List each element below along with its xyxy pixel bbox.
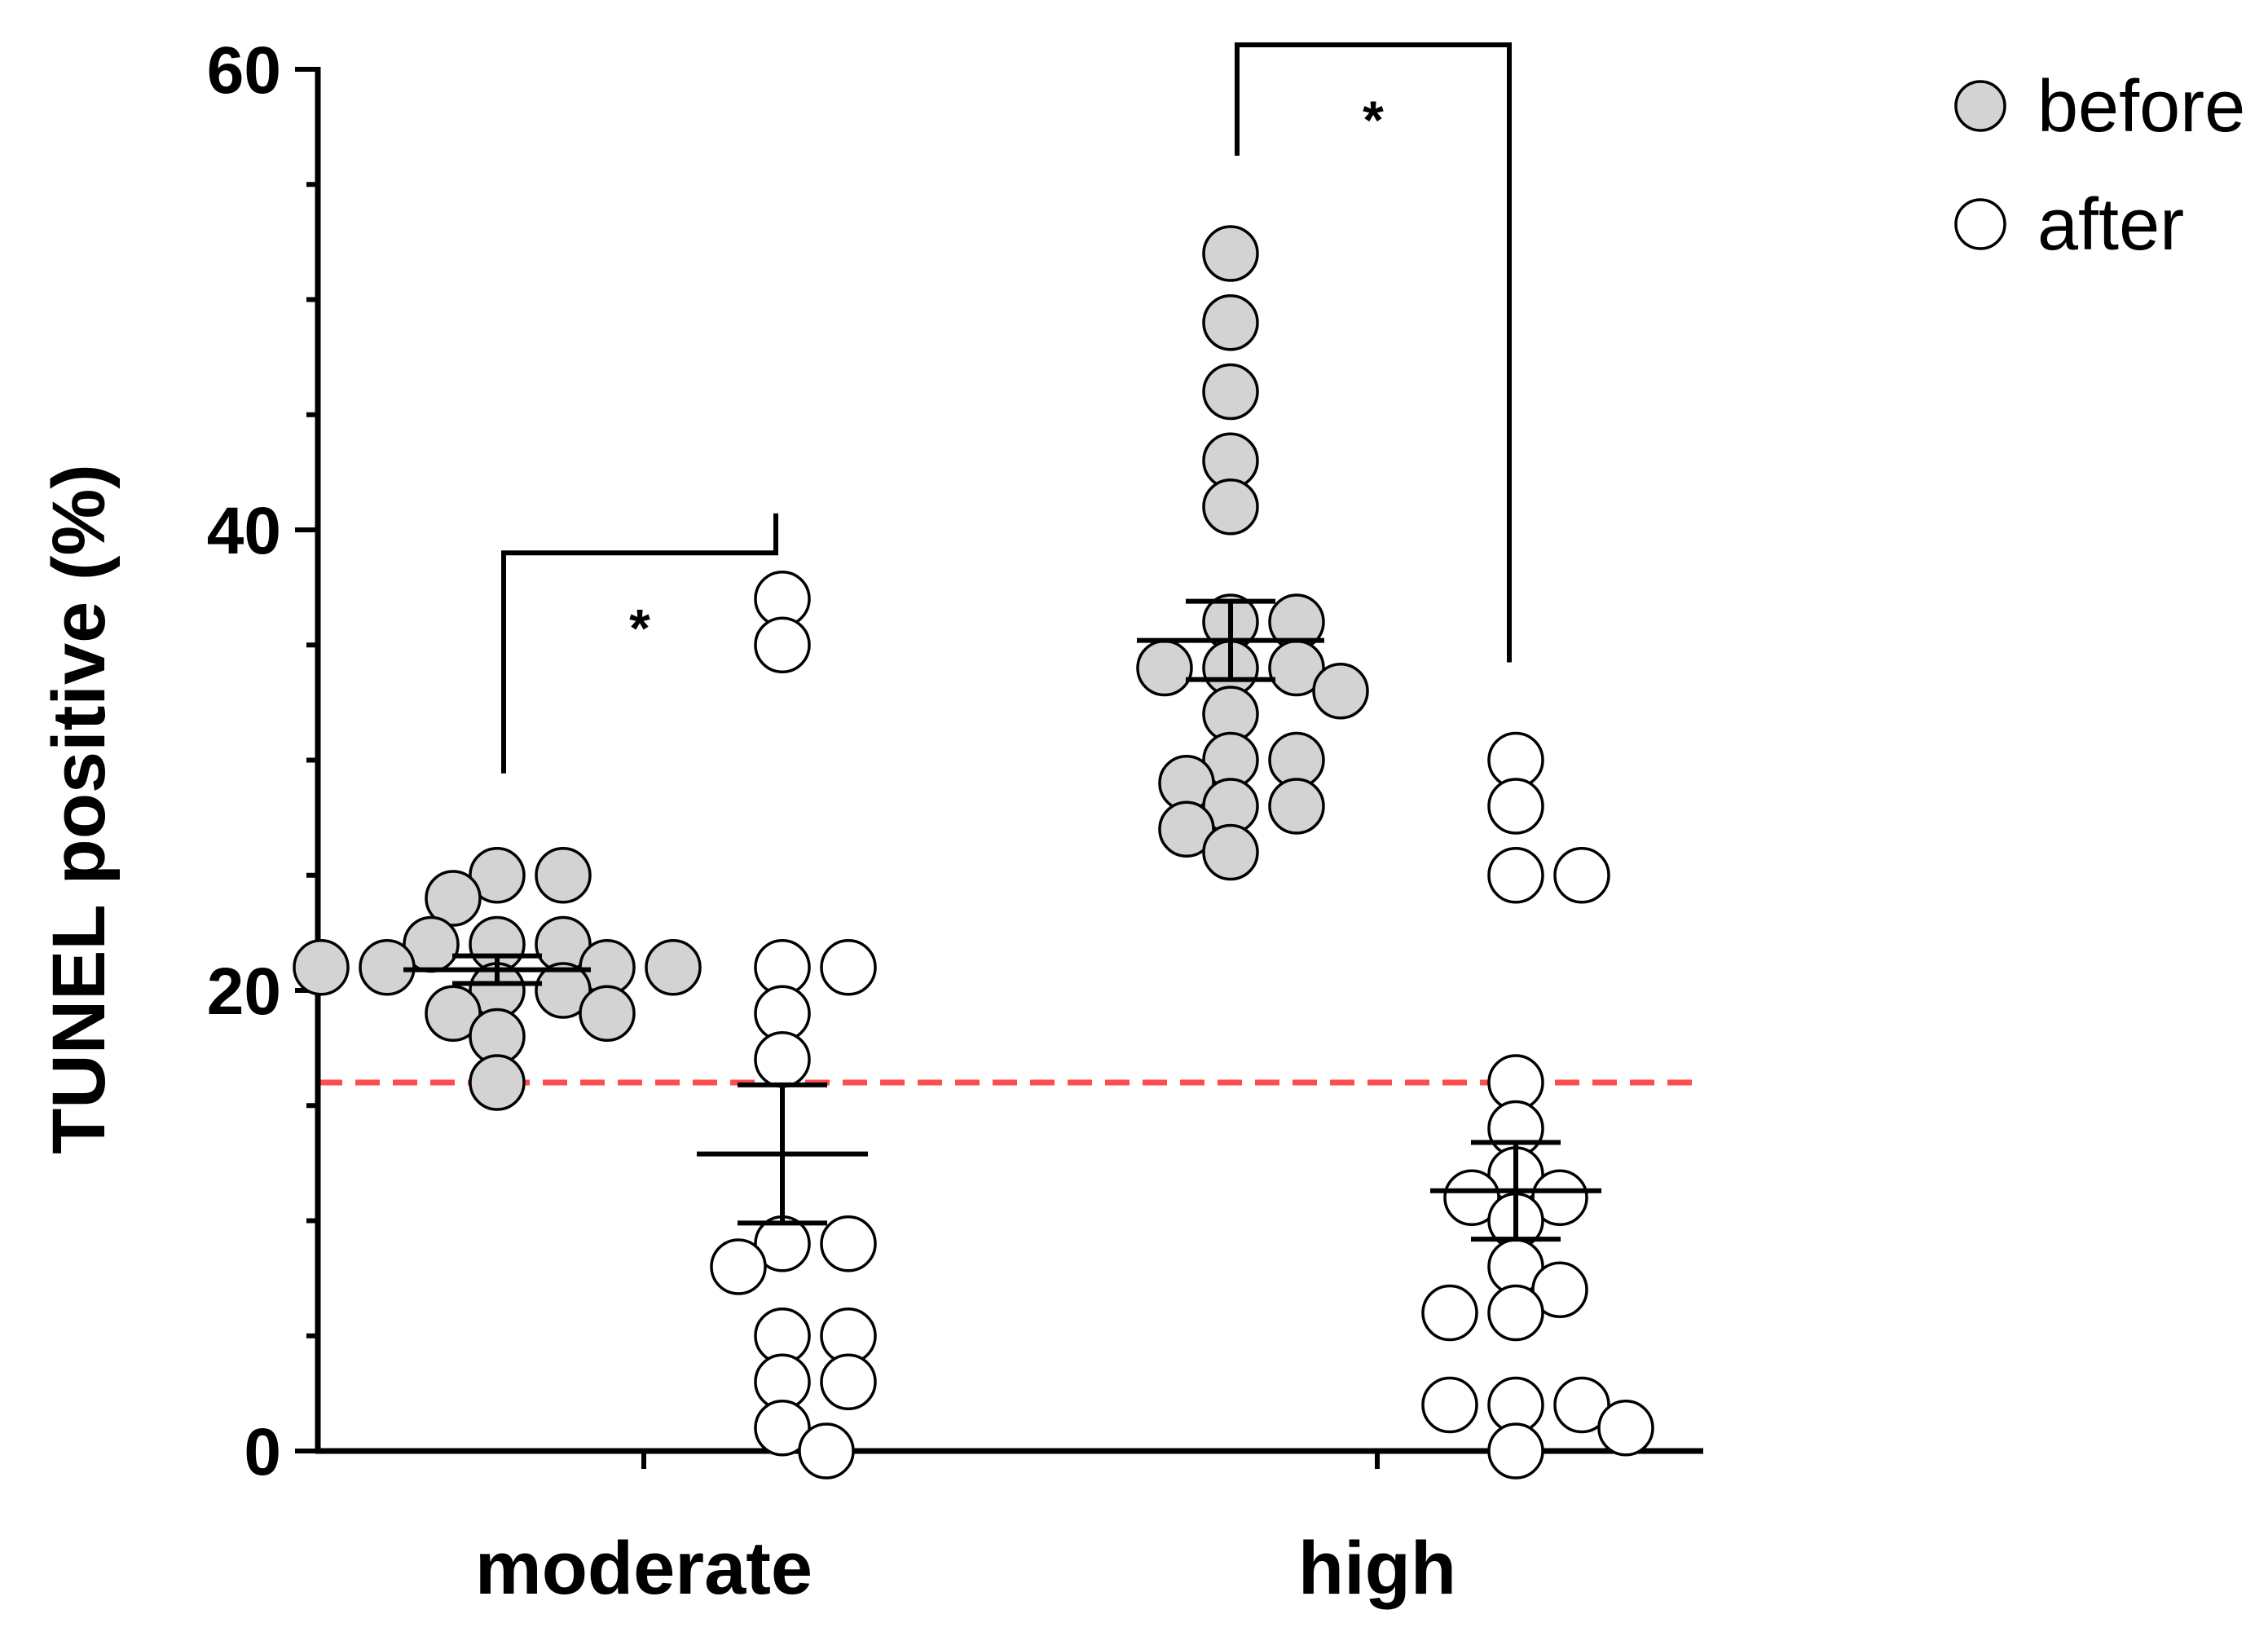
y-tick-label: 20 — [207, 955, 281, 1029]
data-point-before — [535, 962, 592, 1019]
legend-label-before: before — [2037, 66, 2245, 148]
data-point-before — [535, 847, 592, 904]
legend-marker-before — [1954, 80, 2006, 132]
axes — [295, 67, 1703, 1469]
data-point-before — [469, 1054, 526, 1111]
legend-label-after: after — [2037, 184, 2184, 266]
data-point-after — [1421, 1376, 1478, 1434]
data-point-after — [1487, 778, 1544, 835]
data-point-after — [1553, 1376, 1610, 1434]
x-tick-label-high: high — [1298, 1527, 1456, 1610]
significance-star: * — [1363, 90, 1384, 150]
axis-labels: 0 20 40 60 moderate high TUNEL positive (%) — [37, 33, 1456, 1610]
significance-star: * — [629, 598, 650, 658]
y-tick-label: 40 — [207, 494, 281, 568]
data-point-after — [1597, 1400, 1654, 1457]
error-bars — [403, 598, 1601, 1242]
data-point-before — [1202, 479, 1259, 536]
data-point-after — [1487, 1284, 1544, 1342]
data-point-after — [820, 1353, 877, 1410]
data-point-before — [1136, 639, 1193, 697]
data-point-before — [425, 870, 482, 927]
legend: before after — [1954, 66, 2245, 266]
data-point-after — [1487, 1422, 1544, 1480]
data-point-after — [710, 1238, 767, 1295]
significance-bracket — [501, 513, 778, 774]
data-points — [293, 225, 1654, 1480]
significance-brackets: ** — [501, 42, 1512, 774]
data-point-before — [293, 939, 350, 996]
data-point-after — [1531, 1261, 1588, 1318]
x-tick-label-moderate: moderate — [475, 1527, 813, 1610]
significance-bracket — [1235, 42, 1512, 663]
data-point-before — [425, 985, 482, 1042]
data-point-after — [1487, 847, 1544, 904]
data-point-after — [820, 1215, 877, 1272]
y-axis-title: TUNEL positive (%) — [37, 464, 121, 1154]
data-point-before — [1158, 800, 1215, 858]
data-point-before — [1202, 823, 1259, 881]
data-point-after — [798, 1422, 855, 1480]
data-point-before — [1202, 225, 1259, 282]
data-point-after — [754, 1400, 811, 1457]
data-point-after — [1443, 1169, 1500, 1226]
data-point-before — [579, 985, 636, 1042]
data-point-after — [1421, 1284, 1478, 1342]
y-tick-label: 60 — [207, 33, 281, 108]
y-tick-label: 0 — [244, 1415, 281, 1489]
data-point-before — [1268, 778, 1325, 835]
legend-marker-after — [1954, 198, 2006, 250]
data-point-after — [1553, 847, 1610, 904]
data-point-before — [469, 847, 526, 904]
data-point-before — [1202, 363, 1259, 421]
data-point-after — [820, 939, 877, 996]
data-point-after — [754, 616, 811, 673]
data-point-before — [645, 939, 702, 996]
data-point-after — [754, 1031, 811, 1088]
data-point-before — [1202, 294, 1259, 351]
data-point-before — [1312, 663, 1369, 720]
data-point-after — [1531, 1169, 1588, 1226]
